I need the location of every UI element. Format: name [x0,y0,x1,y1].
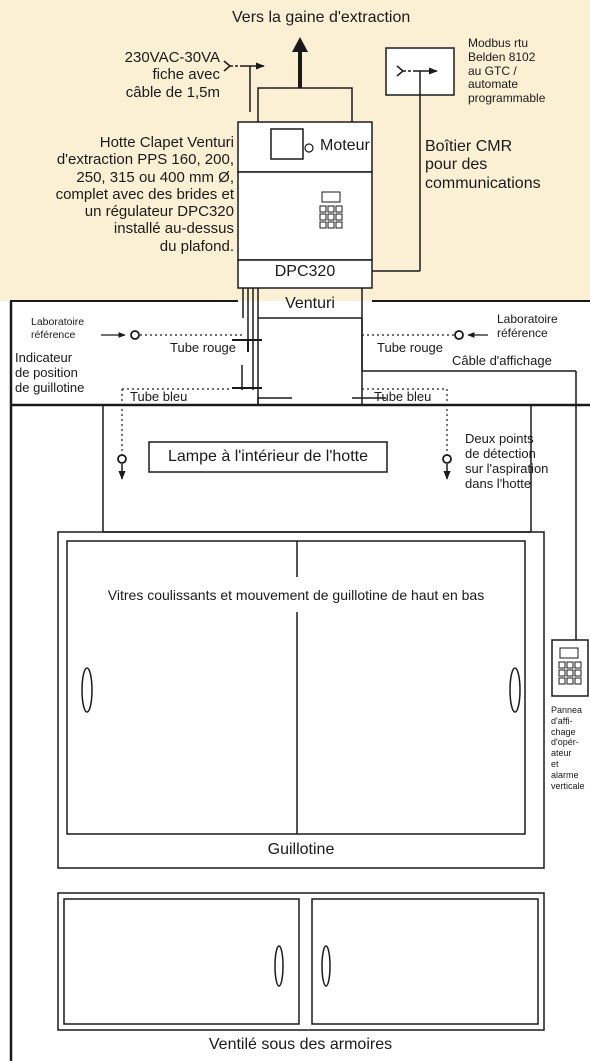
door-handle-icon [81,667,521,713]
plug-arrow-icon [223,60,265,112]
room-walls [9,301,590,1061]
cabinet-handle-icon [274,945,331,987]
display-cable-label: Câble d'affichage [452,353,552,368]
cabinets [57,892,545,1031]
operator-keypad-icon [558,647,582,685]
blue-tube-joints [257,397,386,404]
red-tube-right-label: Tube rouge [377,340,444,355]
blue-tubes [121,388,448,455]
display-cable [361,318,577,640]
red-tube-connectors [232,339,262,352]
power-supply-label: 230VAC-30VA fiche avec câble de 1,5m [124,49,220,101]
red-tube-left-label: Tube rouge [170,340,237,355]
sash-label: Guillotine [267,841,335,858]
modbus-arrow-icon [372,65,438,272]
operator-panel-label: Pannea d'affi- chage d'opér- ateur et al… [551,705,585,791]
lamp-box [148,441,388,473]
dpc320-label: DPC320 [274,263,336,280]
sensor-probe-icon [117,454,452,480]
lab-reference-right-label: Laboratoire référence [497,312,558,340]
detection-points-label: Deux points de détection sur l'aspiratio… [465,431,549,491]
exhaust-duct-label: Vers la gaine d'extraction [232,9,411,26]
lab-reference-left-label: Laboratoire référence [31,316,85,341]
lab-reference-left [101,330,243,340]
controller-body [237,171,373,261]
hood-lamp-label: Lampe à l'intérieur de l'hotte [167,448,368,465]
motor-label: Moteur [320,137,370,154]
venturi-valve-label: Hotte Clapet Venturi d'extraction PPS 16… [55,134,234,255]
sash-position-indicator-label: Indicateur de position de guillotine [15,350,85,395]
dpc320-box [237,259,373,289]
cmr-box-label: Boîtier CMR pour des communications [425,138,541,192]
blue-tube-right-label: Tube bleu [374,389,432,404]
sliding-glass-label: Vitres coulissants et mouvement de guill… [107,587,485,603]
lab-reference-right [362,330,488,340]
duct-collar [257,87,353,122]
sash-frame [57,531,545,869]
display-screen-icon [270,128,304,160]
modbus-label: Modbus rtu Belden 8102 au GTC / automate… [468,36,546,106]
blue-tube-left-label: Tube bleu [130,389,188,404]
cabinets-label: Ventilé sous des armoires [208,1036,393,1053]
sash-indicator-line [232,365,262,390]
venturi-label: Venturi [285,295,335,312]
motor-indicator [304,143,314,153]
keypad-icon [319,191,343,229]
arrow-up-icon [292,37,308,88]
